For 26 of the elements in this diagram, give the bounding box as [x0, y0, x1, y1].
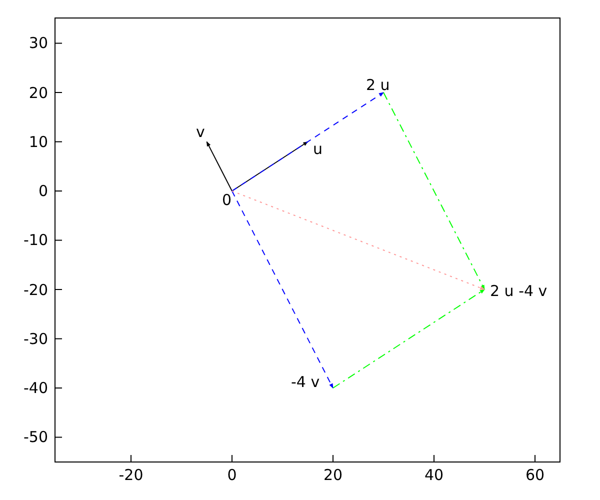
tick-label: 10 [28, 134, 48, 150]
point-label: 2 u [366, 77, 390, 93]
tick-label: 0 [38, 183, 48, 199]
tick-label: 40 [423, 467, 445, 483]
vector-arrow [232, 190, 485, 290]
vector-arrow [383, 92, 485, 290]
point-label: -4 v [291, 374, 320, 390]
tick-label: -20 [24, 282, 48, 298]
tick-label: -10 [24, 232, 48, 248]
tick-label: -50 [24, 429, 48, 446]
tick-label: 20 [322, 467, 344, 483]
tick-label: 0 [226, 467, 238, 483]
point-label: u [313, 141, 323, 157]
vector-arrow [232, 92, 384, 192]
vector-arrow [206, 141, 232, 192]
point-label: v [196, 124, 205, 140]
point-label: 0 [222, 192, 232, 208]
tick-label: -20 [118, 467, 144, 483]
tick-label: -40 [24, 380, 48, 396]
point-label: 2 u -4 v [490, 283, 548, 299]
tick-label: 30 [28, 35, 48, 52]
vector-arrow [332, 289, 485, 388]
tick-label: 60 [524, 467, 546, 483]
tick-label: 20 [28, 84, 48, 100]
vector-arrow [232, 190, 334, 388]
tick-label: -30 [24, 330, 48, 347]
